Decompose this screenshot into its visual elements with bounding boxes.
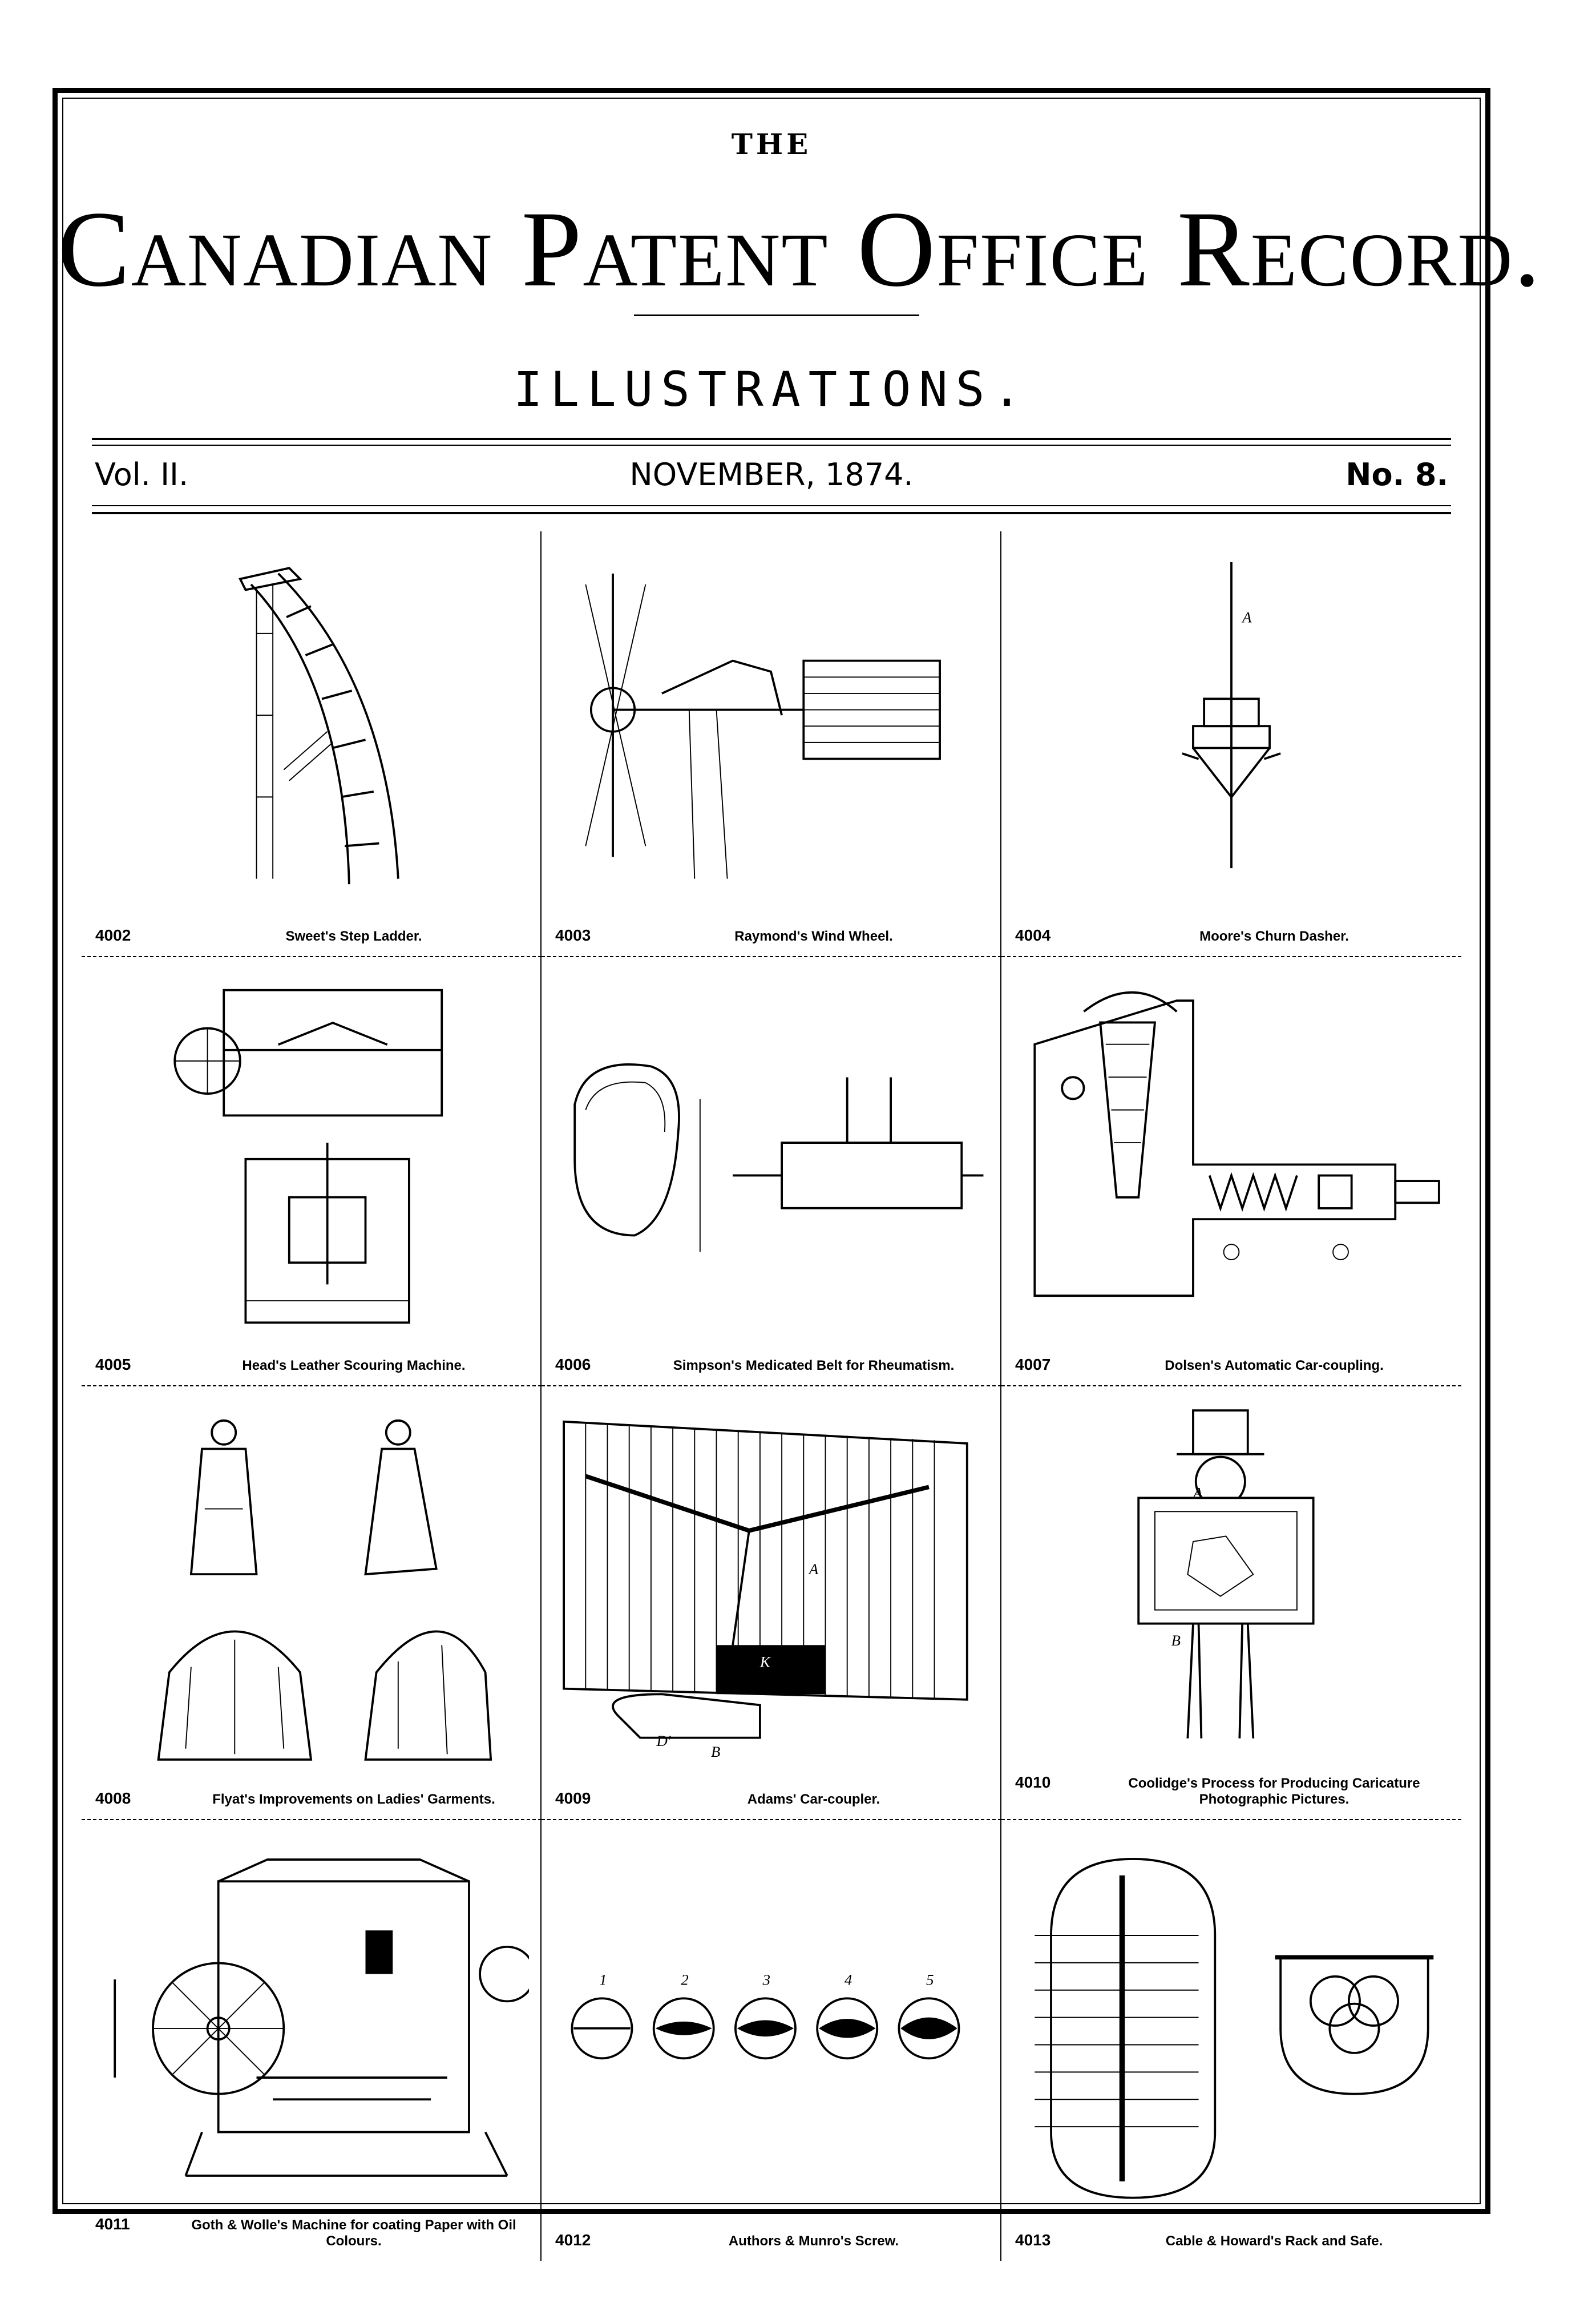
figure-label: D': [656, 1732, 671, 1749]
publication-title: Canadian Patent Office Record.: [58, 189, 1542, 309]
patent-number: 4004: [1015, 926, 1051, 944]
patent-caption: 4010 Coolidge's Process for Producing Ca…: [1008, 1770, 1454, 1811]
churn-dasher-illustration: A: [1013, 543, 1450, 915]
patent-cell-4004: A 4004 Moore's Churn Dasher.: [1001, 531, 1461, 957]
illustration-grid: 4002 Sweet's Step Ladder.: [82, 531, 1461, 2261]
figure-label: A: [808, 1560, 819, 1578]
car-coupler-illustration: A K B D': [553, 1398, 989, 1778]
patent-caption: 4006 Simpson's Medicated Belt for Rheuma…: [548, 1350, 993, 1377]
patent-number: 4008: [95, 1789, 131, 1807]
patent-cell-4010: A B 4010 Coolidge's Process for Producin…: [1001, 1386, 1461, 1820]
patent-title: Sweet's Step Ladder.: [285, 929, 422, 944]
inner-border: [62, 98, 1481, 2204]
figure-label: B: [711, 1743, 720, 1760]
patent-title: Cable & Howard's Rack and Safe.: [1165, 2233, 1383, 2249]
car-coupling-illustration: [1013, 969, 1450, 1344]
patent-title: Dolsen's Automatic Car-coupling.: [1165, 1358, 1384, 1373]
patent-caption: 4002 Sweet's Step Ladder.: [88, 921, 534, 948]
patent-caption: 4007 Dolsen's Automatic Car-coupling.: [1008, 1350, 1454, 1377]
patent-title: Coolidge's Process for Producing Caricat…: [1128, 1776, 1420, 1807]
paper-coating-machine-illustration: [93, 1832, 536, 2204]
patent-title: Raymond's Wind Wheel.: [734, 929, 893, 944]
figure-label: 4: [845, 1971, 852, 1988]
patent-title: Adams' Car-coupler.: [747, 1792, 880, 1807]
patent-number: 4012: [555, 2231, 591, 2249]
patent-caption: 4009 Adams' Car-coupler.: [548, 1784, 993, 1811]
patent-number: 4005: [95, 1356, 131, 1373]
patent-title: Moore's Churn Dasher.: [1199, 929, 1349, 944]
rack-and-safe-illustration: [1013, 1832, 1450, 2220]
patent-caption: 4011 Goth & Wolle's Machine for coating …: [88, 2212, 534, 2253]
figure-label: 3: [762, 1971, 770, 1988]
patent-caption: 4012 Authors & Munro's Screw.: [548, 2225, 993, 2253]
patent-cell-4002: 4002 Sweet's Step Ladder.: [82, 531, 542, 957]
leather-scouring-machine-illustration: [93, 969, 529, 1344]
rule-top-1: [92, 438, 1451, 440]
patent-number: 4010: [1015, 1773, 1051, 1791]
figure-label: 1: [599, 1971, 607, 1988]
patent-cell-4009: A K B D' 4009 Adams' Car-coupler.: [542, 1386, 1001, 1820]
screw-illustration: 1 2 3 4 5: [553, 1832, 989, 2220]
patent-caption: 4004 Moore's Churn Dasher.: [1008, 921, 1454, 948]
issue-date: NOVEMBER, 1874.: [629, 457, 914, 493]
patent-number: 4011: [95, 2215, 130, 2233]
figure-label: B: [1171, 1632, 1181, 1649]
patent-title: Flyat's Improvements on Ladies' Garments…: [212, 1792, 495, 1807]
issue-number: No. 8.: [1346, 457, 1448, 493]
page-frame: THE Canadian Patent Office Record. ILLUS…: [52, 88, 1542, 2261]
figure-label: K: [759, 1653, 771, 1670]
header-the: THE: [731, 127, 812, 161]
rule-bottom-1: [92, 505, 1451, 506]
patent-number: 4007: [1015, 1356, 1051, 1373]
patent-cell-4008: 4008 Flyat's Improvements on Ladies' Gar…: [82, 1386, 542, 1820]
patent-title: Head's Leather Scouring Machine.: [242, 1358, 466, 1373]
wind-wheel-illustration: [553, 543, 989, 915]
patent-number: 4009: [555, 1789, 591, 1807]
caricature-photo-illustration: A B: [1013, 1398, 1450, 1762]
figure-label: A: [1241, 608, 1252, 626]
medicated-belt-illustration: [553, 969, 989, 1344]
patent-number: 4003: [555, 926, 591, 944]
patent-cell-4003: 4003 Raymond's Wind Wheel.: [542, 531, 1001, 957]
figure-label: A: [1192, 1484, 1203, 1501]
rule-top-2: [92, 445, 1451, 446]
patent-caption: 4008 Flyat's Improvements on Ladies' Gar…: [88, 1784, 534, 1811]
patent-cell-4006: 4006 Simpson's Medicated Belt for Rheuma…: [542, 957, 1001, 1386]
ladies-garments-illustration: [93, 1398, 529, 1778]
step-ladder-illustration: [93, 543, 529, 915]
patent-caption: 4003 Raymond's Wind Wheel.: [548, 921, 993, 948]
figure-label: 5: [926, 1971, 934, 1988]
patent-cell-4012: 1 2 3 4 5 4012: [542, 1820, 1001, 2261]
volume-label: Vol. II.: [95, 457, 189, 493]
section-subtitle: ILLUSTRATIONS.: [513, 361, 1029, 417]
patent-cell-4005: 4005 Head's Leather Scouring Machine.: [82, 957, 542, 1386]
patent-title: Goth & Wolle's Machine for coating Paper…: [191, 2217, 516, 2249]
title-rule: [634, 314, 919, 316]
patent-title: Simpson's Medicated Belt for Rheumatism.: [673, 1358, 955, 1373]
patent-number: 4013: [1015, 2231, 1051, 2249]
patent-cell-4007: 4007 Dolsen's Automatic Car-coupling.: [1001, 957, 1461, 1386]
patent-caption: 4005 Head's Leather Scouring Machine.: [88, 1350, 534, 1377]
patent-cell-4011: 4011 Goth & Wolle's Machine for coating …: [82, 1820, 542, 2261]
patent-number: 4006: [555, 1356, 591, 1373]
issue-row: Vol. II. NOVEMBER, 1874. No. 8.: [95, 457, 1448, 497]
patent-cell-4013: 4013 Cable & Howard's Rack and Safe.: [1001, 1820, 1461, 2261]
figure-label: 2: [681, 1971, 688, 1988]
patent-title: Authors & Munro's Screw.: [728, 2233, 899, 2249]
patent-caption: 4013 Cable & Howard's Rack and Safe.: [1008, 2225, 1454, 2253]
patent-number: 4002: [95, 926, 131, 944]
rule-bottom-2: [92, 512, 1451, 514]
